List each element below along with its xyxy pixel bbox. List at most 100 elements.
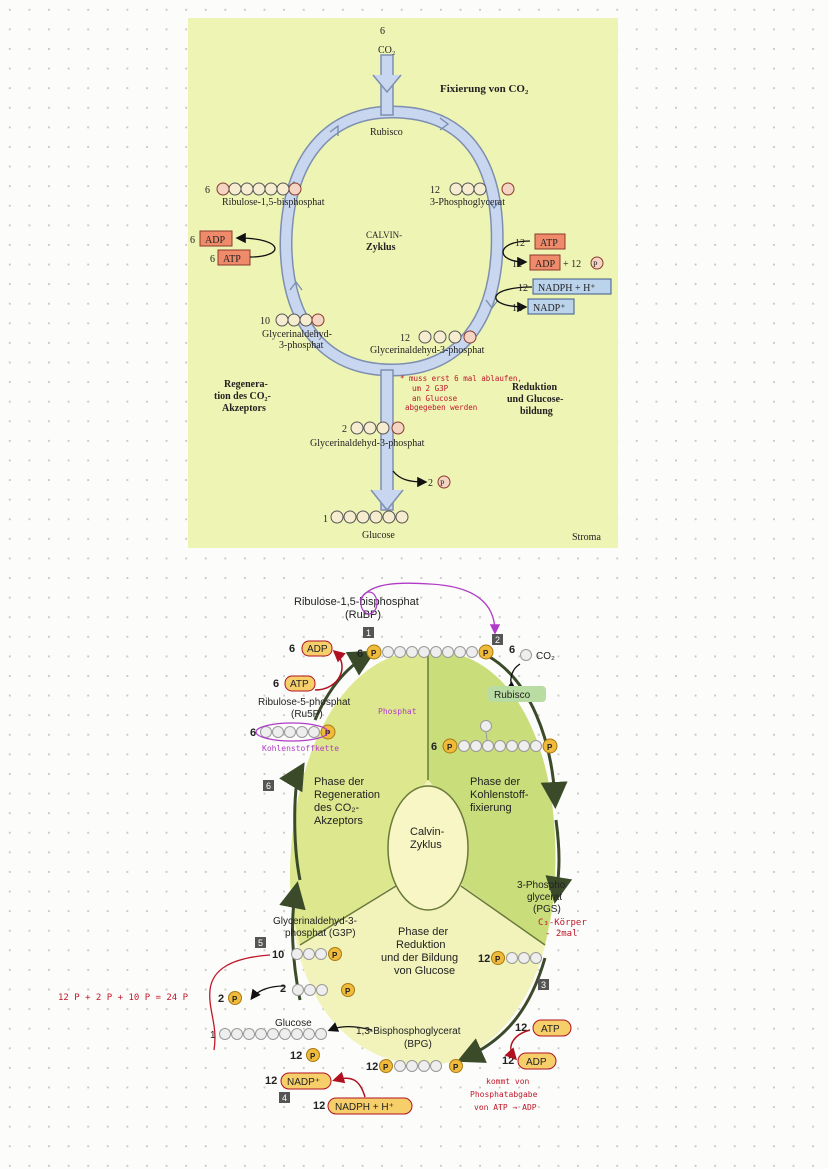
red-phase-1: Phase der (398, 926, 448, 938)
atp-right-box (534, 233, 566, 250)
nadph-count: 12 (518, 283, 528, 294)
regen-label-2: tion des CO₂- (214, 391, 271, 402)
p-marker: P (345, 987, 351, 996)
calvin-center (387, 785, 469, 911)
fix-phase-1: Phase der (470, 776, 520, 788)
nadp-count: 12 (512, 303, 522, 314)
p12-marker (306, 1048, 320, 1062)
regen-phase-2: Regeneration (314, 789, 380, 801)
pga-molecule (449, 182, 515, 196)
regen-phase-1: Phase der (314, 776, 364, 788)
nadph-box (532, 278, 612, 295)
bpg-label-1: 1,3-Bisphosphoglycerat (356, 1026, 461, 1037)
g3p-left-label-2: 3-phosphat (279, 340, 324, 351)
calvin-label-2: Zyklus (410, 839, 442, 851)
calvin-label-1: Calvin- (410, 826, 445, 838)
atp-left-count: 6 (210, 254, 215, 265)
fix-phase-3: fixierung (470, 802, 512, 814)
glucose-label-2: Glucose (275, 1018, 312, 1029)
fix-phase-2: Kohlenstoff- (470, 789, 529, 801)
pga-label: 3-Phosphoglycerat (430, 197, 505, 208)
calvin-label-1: CALVIN- (366, 230, 402, 240)
nadp-pill (280, 1072, 332, 1090)
adp-left: ADP (205, 235, 225, 246)
ru5p-label-1: Ribulose-5-phosphat (258, 697, 351, 708)
rubp-title-2: (RuBP) (345, 609, 381, 621)
g3p-bottom-count: 2 (342, 424, 347, 435)
step-4: 4 (282, 1093, 287, 1103)
co2-label: CO₂ (536, 651, 555, 662)
ru5p-label-2: (Ru5P) (291, 709, 323, 720)
step-1-badge (363, 627, 374, 638)
regen-phase-3: des CO₂- (314, 802, 360, 814)
two-p-count: 2 (218, 993, 224, 1005)
adp12: ADP (526, 1057, 547, 1068)
pgs-count: 12 (478, 953, 490, 965)
co2-count: 6 (380, 26, 385, 37)
atp-note-3: von ATP → ADP (474, 1103, 537, 1112)
c3-note-2: - 2mal (545, 929, 578, 939)
nadph: NADPH + H⁺ (335, 1102, 394, 1113)
step-5-badge (255, 937, 266, 948)
red-phase-4: von Glucose (394, 965, 455, 977)
p-marker: P (447, 743, 453, 752)
pgs-label-2: glycerat (527, 892, 562, 903)
co2-molecule (520, 649, 532, 661)
g3p-bottom-label: Glycerinaldehyd-3-phosphat (310, 438, 425, 449)
rubisco-label: Rubisco (370, 127, 403, 138)
nadp-count: 12 (265, 1075, 277, 1087)
cycle-direction-arrows (287, 117, 501, 310)
p-marker: P (232, 995, 238, 1004)
bpg-count: 12 (366, 1061, 378, 1073)
handwritten-note-1: * muss erst 6 mal ablaufen, (400, 374, 522, 383)
bpg-label-2: (BPG) (404, 1039, 432, 1050)
glucose-molecule (330, 510, 409, 524)
g3p-bottom-molecule (350, 421, 405, 435)
atp6-count: 6 (273, 678, 279, 690)
rubp-count: 6 (357, 648, 363, 660)
atp12-count: 12 (515, 1022, 527, 1034)
rubisco-box (488, 686, 546, 702)
nadp-box (527, 298, 575, 315)
g3p-left-molecule (275, 313, 325, 327)
atp-right: ATP (540, 238, 558, 249)
reduction-label-1: Reduktion (512, 382, 557, 393)
g3p-left-label-1: Glycerinaldehyd- (262, 329, 332, 340)
bpg-molecule (379, 1059, 463, 1073)
adp-right-box (529, 254, 561, 271)
phosphat-note: Phosphat (378, 707, 417, 716)
pgs-label-3: (PGS) (533, 904, 561, 915)
rubisco-label: Rubisco (494, 690, 531, 701)
adp-left-count: 6 (190, 235, 195, 246)
pi-marker: P (440, 479, 445, 488)
pi-count: 2 (428, 478, 433, 489)
atp6-pill (284, 675, 316, 692)
co2-label: CO₂ (378, 45, 395, 56)
g3p-right-count: 12 (400, 333, 410, 344)
adp12-pill (517, 1052, 557, 1070)
adp6-count: 6 (289, 643, 295, 655)
adp-right: ADP (535, 259, 555, 270)
p-marker: P (383, 1063, 389, 1072)
two-g3p-count: 2 (280, 983, 286, 995)
g3p-count: 10 (272, 949, 284, 961)
rubp-label: Ribulose-1,5-bisphosphat (222, 197, 325, 208)
reduction-label-2: und Glucose- (507, 394, 563, 405)
rubp-molecule (216, 182, 302, 196)
rubp-title-1: Ribulose-1,5-bisphosphat (294, 596, 419, 608)
adp6-pill (301, 640, 333, 657)
step-3: 3 (541, 980, 546, 990)
atp-note-1: kommt von (486, 1077, 530, 1086)
nadph-count: 12 (313, 1100, 325, 1112)
reduction-label-3: bildung (520, 406, 553, 417)
g3p-right-label: Glycerinaldehyd-3-phosphat (370, 345, 485, 356)
calvin-cycle-figure-2: Ribulose-1,5-bisphosphat (RuBP) 1 2 3 4 … (58, 582, 587, 1115)
atp-note-2: Phosphatabgabe (470, 1090, 538, 1099)
adp-right-plus: + 12 (563, 259, 581, 270)
p-marker: P (371, 649, 377, 658)
atp12: ATP (541, 1024, 560, 1035)
fixation-phase-region (428, 650, 556, 945)
sum-note: 12 P + 2 P + 10 P = 24 P (58, 993, 189, 1003)
adp-left-box (199, 230, 233, 247)
